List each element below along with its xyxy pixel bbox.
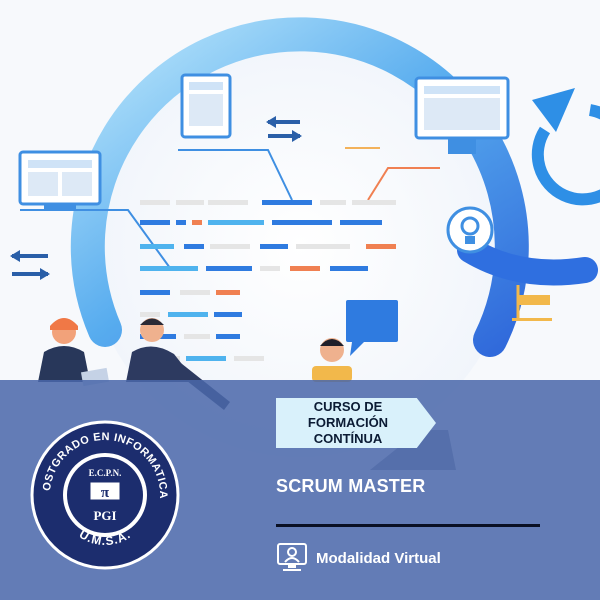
monitor-left-icon [18, 150, 102, 210]
pgi-umsa-seal: POSTGRADO EN INFORMATICA U.M.S.A. E.C.P.… [30, 420, 180, 570]
seal-inner-bottom-text: PGI [93, 508, 116, 523]
tablet-icon [180, 73, 232, 139]
refresh-arrow-icon [531, 88, 600, 206]
sticky-flag-icon [512, 285, 552, 321]
course-type-line-1: CURSO DE FORMACIÓN [307, 399, 389, 430]
title-underline [276, 524, 540, 527]
seal-chip [89, 481, 121, 501]
speech-bubble-icon [346, 300, 398, 356]
monitor-right-icon [414, 76, 510, 154]
lightbulb-icon [446, 206, 494, 254]
course-type-line-2: CONTÍNUA [313, 431, 383, 446]
video-conference-icon [277, 543, 307, 571]
seal-pi-symbol: π [101, 485, 110, 501]
code-blocks [140, 200, 396, 361]
course-type-banner: CURSO DE FORMACIÓN CONTÍNUA [276, 398, 436, 448]
course-title: SCRUM MASTER [276, 476, 426, 496]
seal-bottom-text: U.M.S.A. [77, 527, 132, 548]
sync-arrows-icon [10, 116, 302, 280]
svg-text:U.M.S.A.: U.M.S.A. [77, 527, 133, 548]
modality-label: Modalidad Virtual [316, 549, 441, 567]
seal-inner-top-text: E.C.P.N. [89, 468, 122, 478]
modality-row: Modalidad Virtual [276, 541, 441, 575]
